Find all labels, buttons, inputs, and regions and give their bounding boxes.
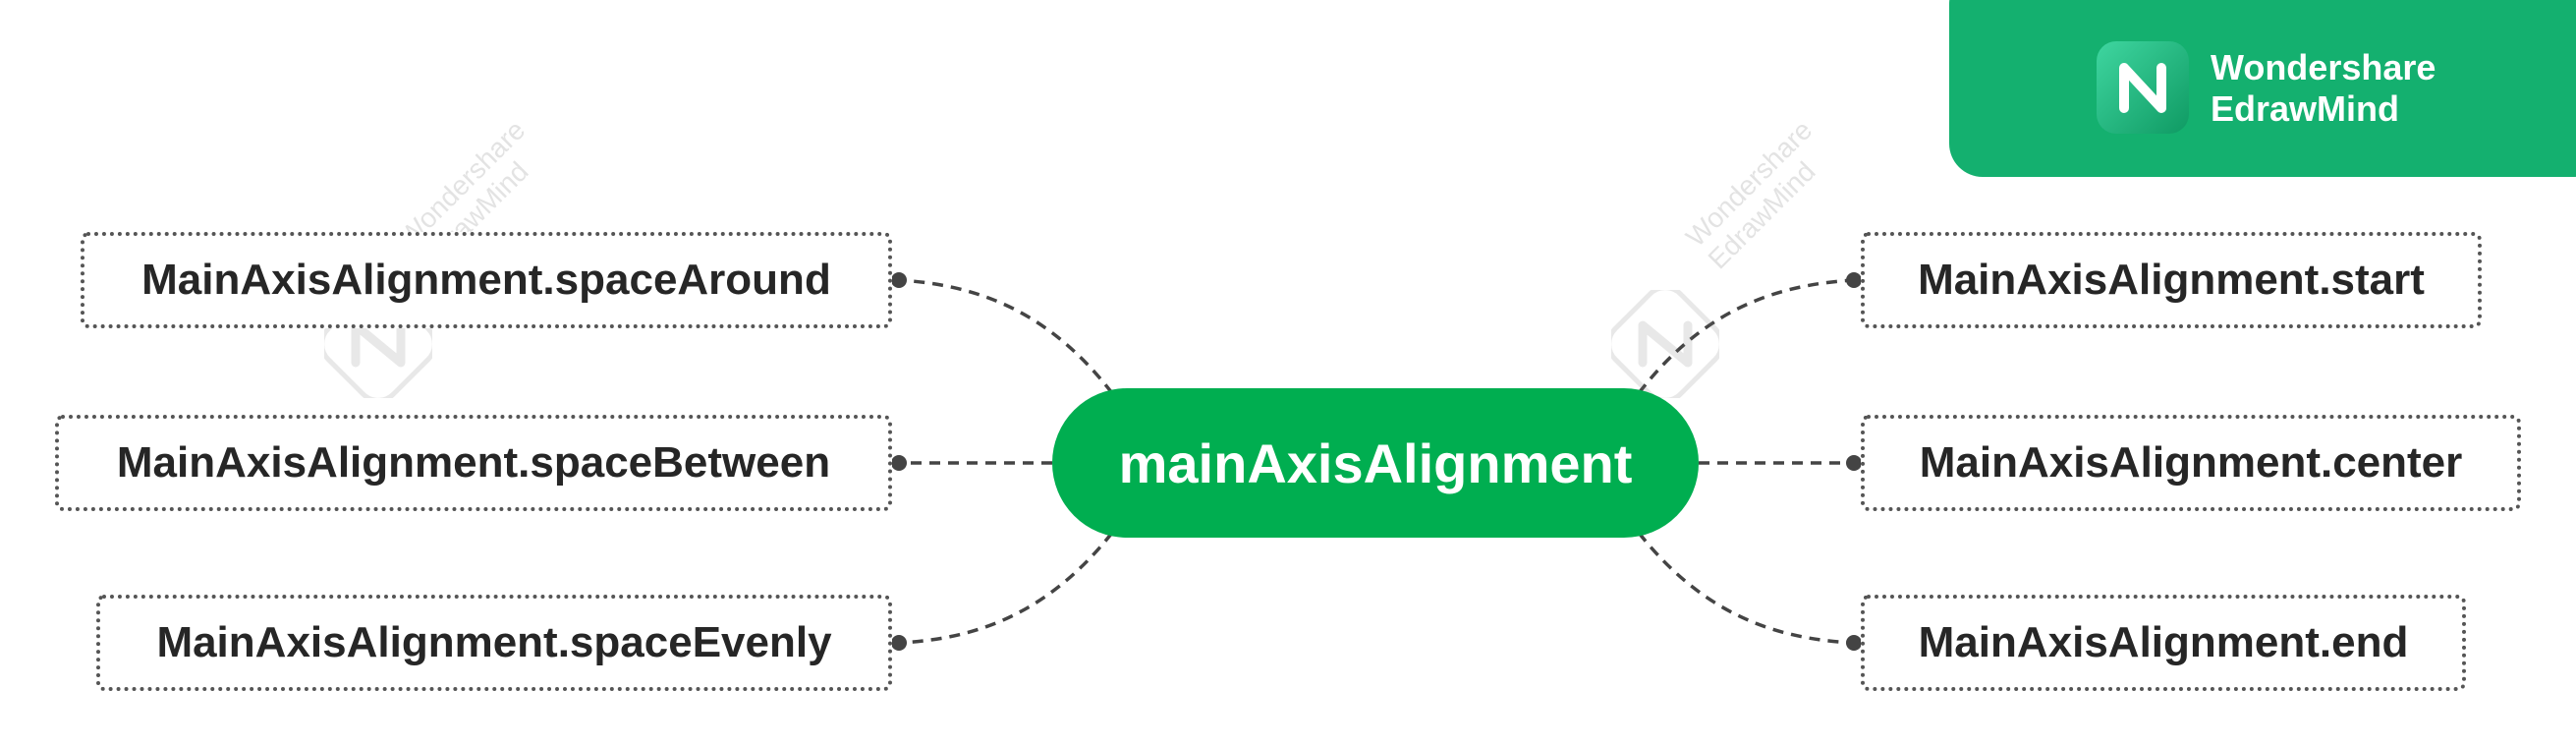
- connector-dot-left-0: [891, 272, 907, 288]
- subtopic-center[interactable]: MainAxisAlignment.center: [1861, 415, 2521, 511]
- subtopic-start[interactable]: MainAxisAlignment.start: [1861, 232, 2482, 328]
- subtopic-space-between[interactable]: MainAxisAlignment.spaceBetween: [55, 415, 892, 511]
- subtopic-space-around[interactable]: MainAxisAlignment.spaceAround: [81, 232, 892, 328]
- brand-line-1: Wondershare: [2211, 47, 2436, 87]
- connector-right-0: [1637, 278, 1855, 395]
- brand-name: Wondershare EdrawMind: [2211, 47, 2436, 130]
- connector-dot-right-0: [1846, 272, 1862, 288]
- edrawmind-logo-icon: [2097, 41, 2189, 134]
- brand-badge: [1949, 0, 2576, 177]
- connector-right-2: [1637, 531, 1855, 645]
- connector-dot-left-2: [891, 635, 907, 651]
- subtopic-end[interactable]: MainAxisAlignment.end: [1861, 595, 2466, 691]
- connector-dot-right-1: [1846, 455, 1862, 471]
- subtopic-space-evenly[interactable]: MainAxisAlignment.spaceEvenly: [96, 595, 892, 691]
- connector-dot-right-2: [1846, 635, 1862, 651]
- connector-left-0: [898, 278, 1114, 395]
- connector-left-2: [898, 531, 1114, 645]
- connector-dot-left-1: [891, 455, 907, 471]
- brand-line-2: EdrawMind: [2211, 88, 2400, 129]
- central-topic[interactable]: mainAxisAlignment: [1052, 388, 1699, 538]
